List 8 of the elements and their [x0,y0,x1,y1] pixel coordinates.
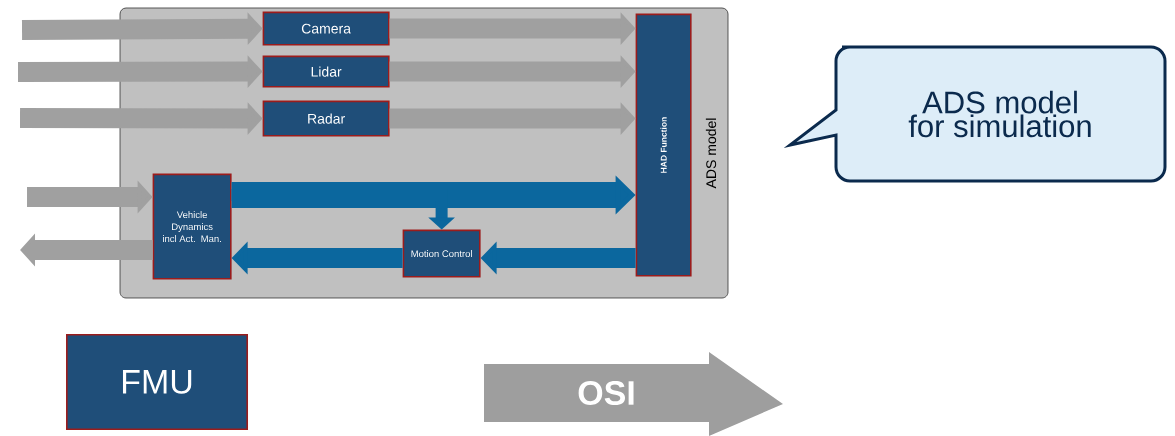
process-box: Lidar [262,55,390,88]
process-box: FMU [66,334,248,430]
process-box: HAD Function [635,13,692,277]
process-box: Motion Control [402,229,481,278]
process-box: Radar [262,100,390,137]
process-box: Camera [262,11,390,46]
block-arrow [231,189,455,230]
process-box: Vehicle Dynamics incl Act. Man. [152,173,232,280]
